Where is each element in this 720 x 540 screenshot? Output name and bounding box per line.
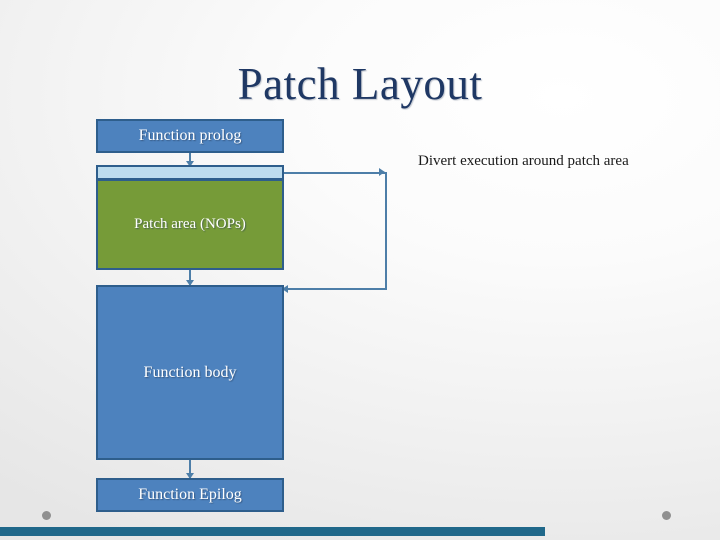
patch-area-group: Patch area (NOPs) — [96, 165, 284, 270]
footer-accent-bar — [0, 527, 545, 536]
arrowhead-down-icon — [186, 161, 194, 167]
connector-prolog-to-patch — [189, 153, 191, 165]
decorative-dot-right — [662, 511, 671, 520]
arrowhead-right-icon — [379, 168, 385, 176]
diagram-box-function-body[interactable]: Function body — [96, 285, 284, 460]
arrowhead-down-icon — [186, 280, 194, 286]
connector-body-to-epilog — [189, 460, 191, 478]
connector-divert-right-segment — [385, 172, 387, 290]
decorative-dot-left — [42, 511, 51, 520]
diagram-box-patch-entry-bar[interactable] — [96, 165, 284, 180]
page-title: Patch Layout — [237, 59, 483, 109]
diagram-box-patch-area[interactable]: Patch area (NOPs) — [96, 179, 284, 270]
connector-divert-top-segment — [284, 172, 387, 174]
diagram-box-patch-area-label: Patch area (NOPs) — [134, 216, 246, 232]
arrowhead-down-icon — [186, 473, 194, 479]
arrowhead-left-icon — [282, 285, 288, 293]
diagram-box-function-prolog[interactable]: Function prolog — [96, 119, 284, 153]
connector-patch-to-body — [189, 270, 191, 285]
callout-divert-execution: Divert execution around patch area — [418, 153, 629, 169]
connector-divert-bottom-segment — [284, 288, 386, 290]
diagram-box-function-epilog[interactable]: Function Epilog — [96, 478, 284, 512]
diagram-box-function-epilog-label: Function Epilog — [138, 486, 242, 503]
diagram-box-function-body-label: Function body — [143, 363, 237, 381]
diagram-box-function-prolog-label: Function prolog — [138, 127, 242, 144]
